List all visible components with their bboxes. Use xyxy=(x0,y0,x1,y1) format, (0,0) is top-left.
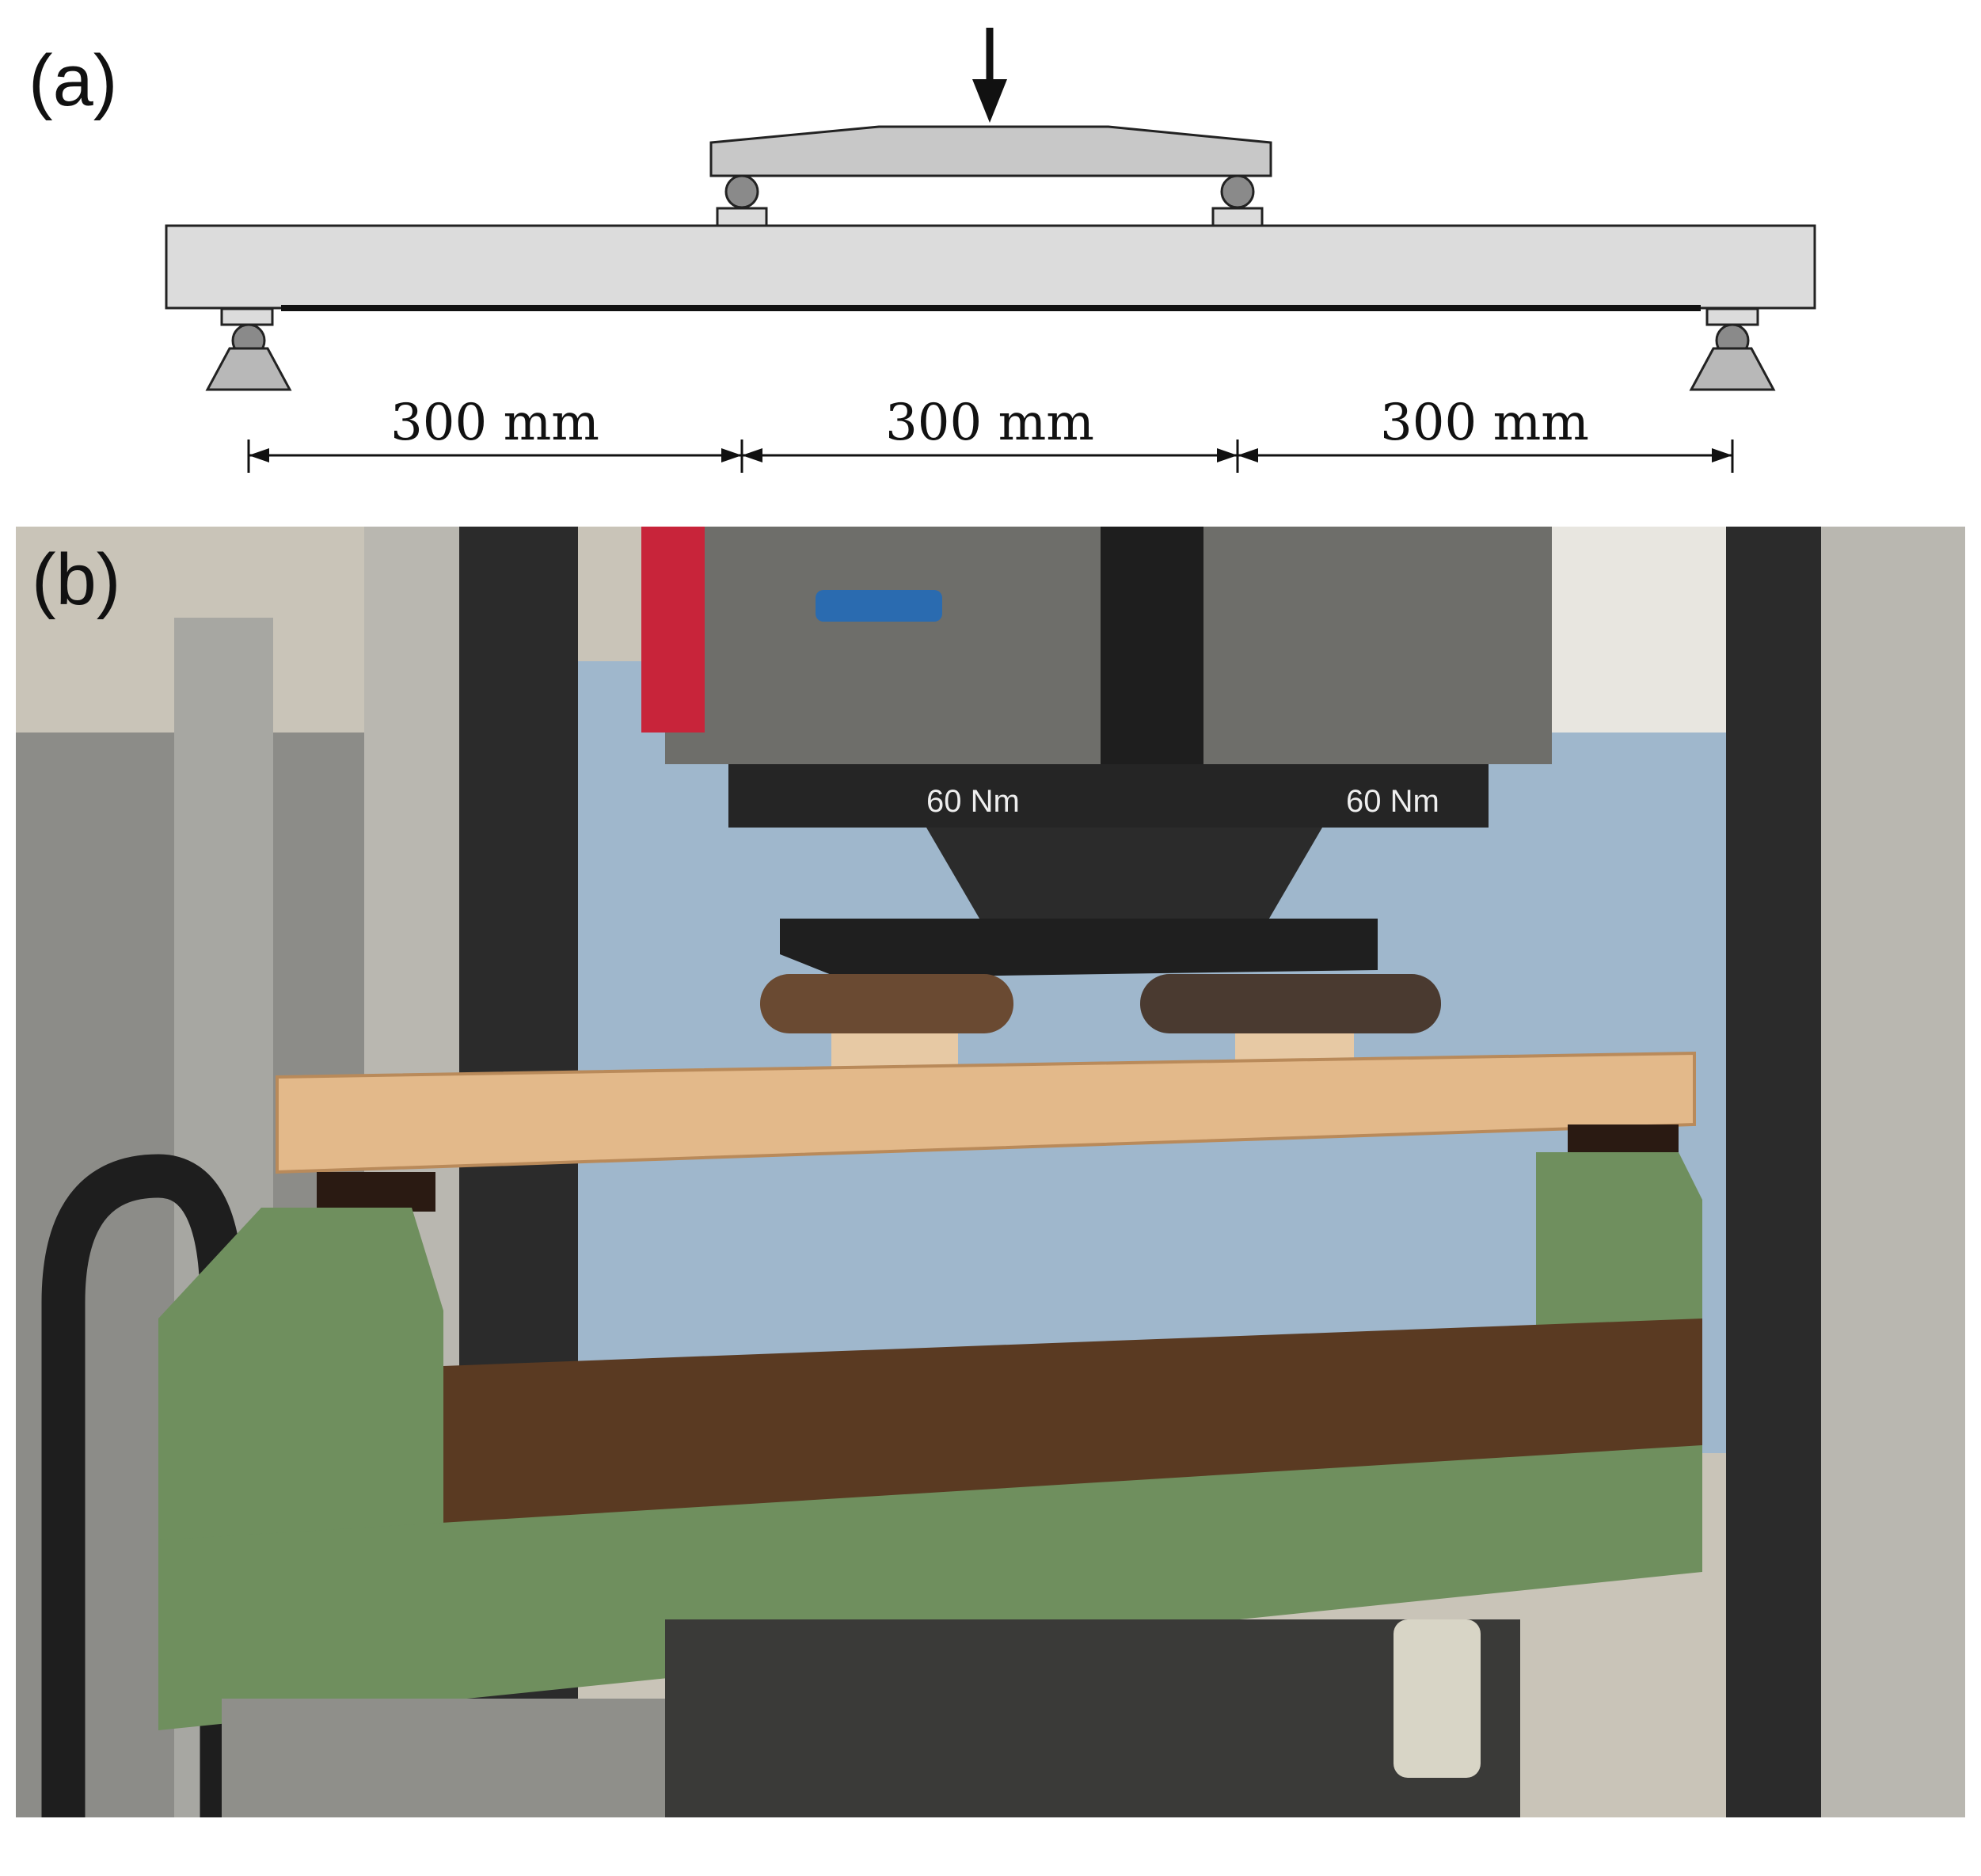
rail-rust xyxy=(443,1319,1702,1540)
loading-roller-left-photo xyxy=(760,974,1013,1033)
red-label xyxy=(641,527,705,733)
loading-pad-right xyxy=(1211,207,1264,227)
span-label-middle: 300 mm xyxy=(885,394,1094,452)
span-label-left: 300 mm xyxy=(390,394,599,452)
test-setup-photo: 60 Nm 60 Nm xyxy=(16,527,1965,1817)
base-frame xyxy=(158,1445,1702,1730)
t-handle xyxy=(816,590,942,622)
lower-grip xyxy=(665,1619,1520,1817)
support-left xyxy=(205,347,292,391)
dimension-arrowheads xyxy=(249,448,1732,462)
loading-roller-right xyxy=(1220,174,1255,209)
load-spreader-plate xyxy=(709,125,1272,177)
dimension-lines xyxy=(247,440,1734,473)
loading-roller-right-photo xyxy=(1140,974,1441,1033)
support-right xyxy=(1689,347,1776,391)
timber-specimen xyxy=(276,1051,1696,1174)
panel-b-label: (b) xyxy=(32,539,121,620)
load-arrow xyxy=(972,28,1007,123)
cable-chain xyxy=(41,1154,244,1817)
support-pad-right xyxy=(1705,307,1759,326)
right-column xyxy=(1726,527,1821,1817)
lower-left-device xyxy=(222,1699,665,1817)
torque-marking-right: 60 Nm xyxy=(1346,784,1439,819)
support-pad-left xyxy=(220,307,274,326)
four-point-bending-schematic: 300 mm 300 mm 300 mm xyxy=(165,28,1816,473)
right-column-scale xyxy=(1821,527,1965,1817)
span-label-right: 300 mm xyxy=(1380,394,1589,452)
panel-a-label: (a) xyxy=(29,40,118,121)
load-cell-adapter xyxy=(728,764,1489,828)
beam xyxy=(165,224,1816,310)
loading-pad-left xyxy=(716,207,768,227)
control-pendant xyxy=(1394,1619,1481,1778)
torque-marking-left: 60 Nm xyxy=(926,784,1020,819)
spreader-beam xyxy=(780,919,1378,978)
loading-roller-left xyxy=(724,174,759,209)
